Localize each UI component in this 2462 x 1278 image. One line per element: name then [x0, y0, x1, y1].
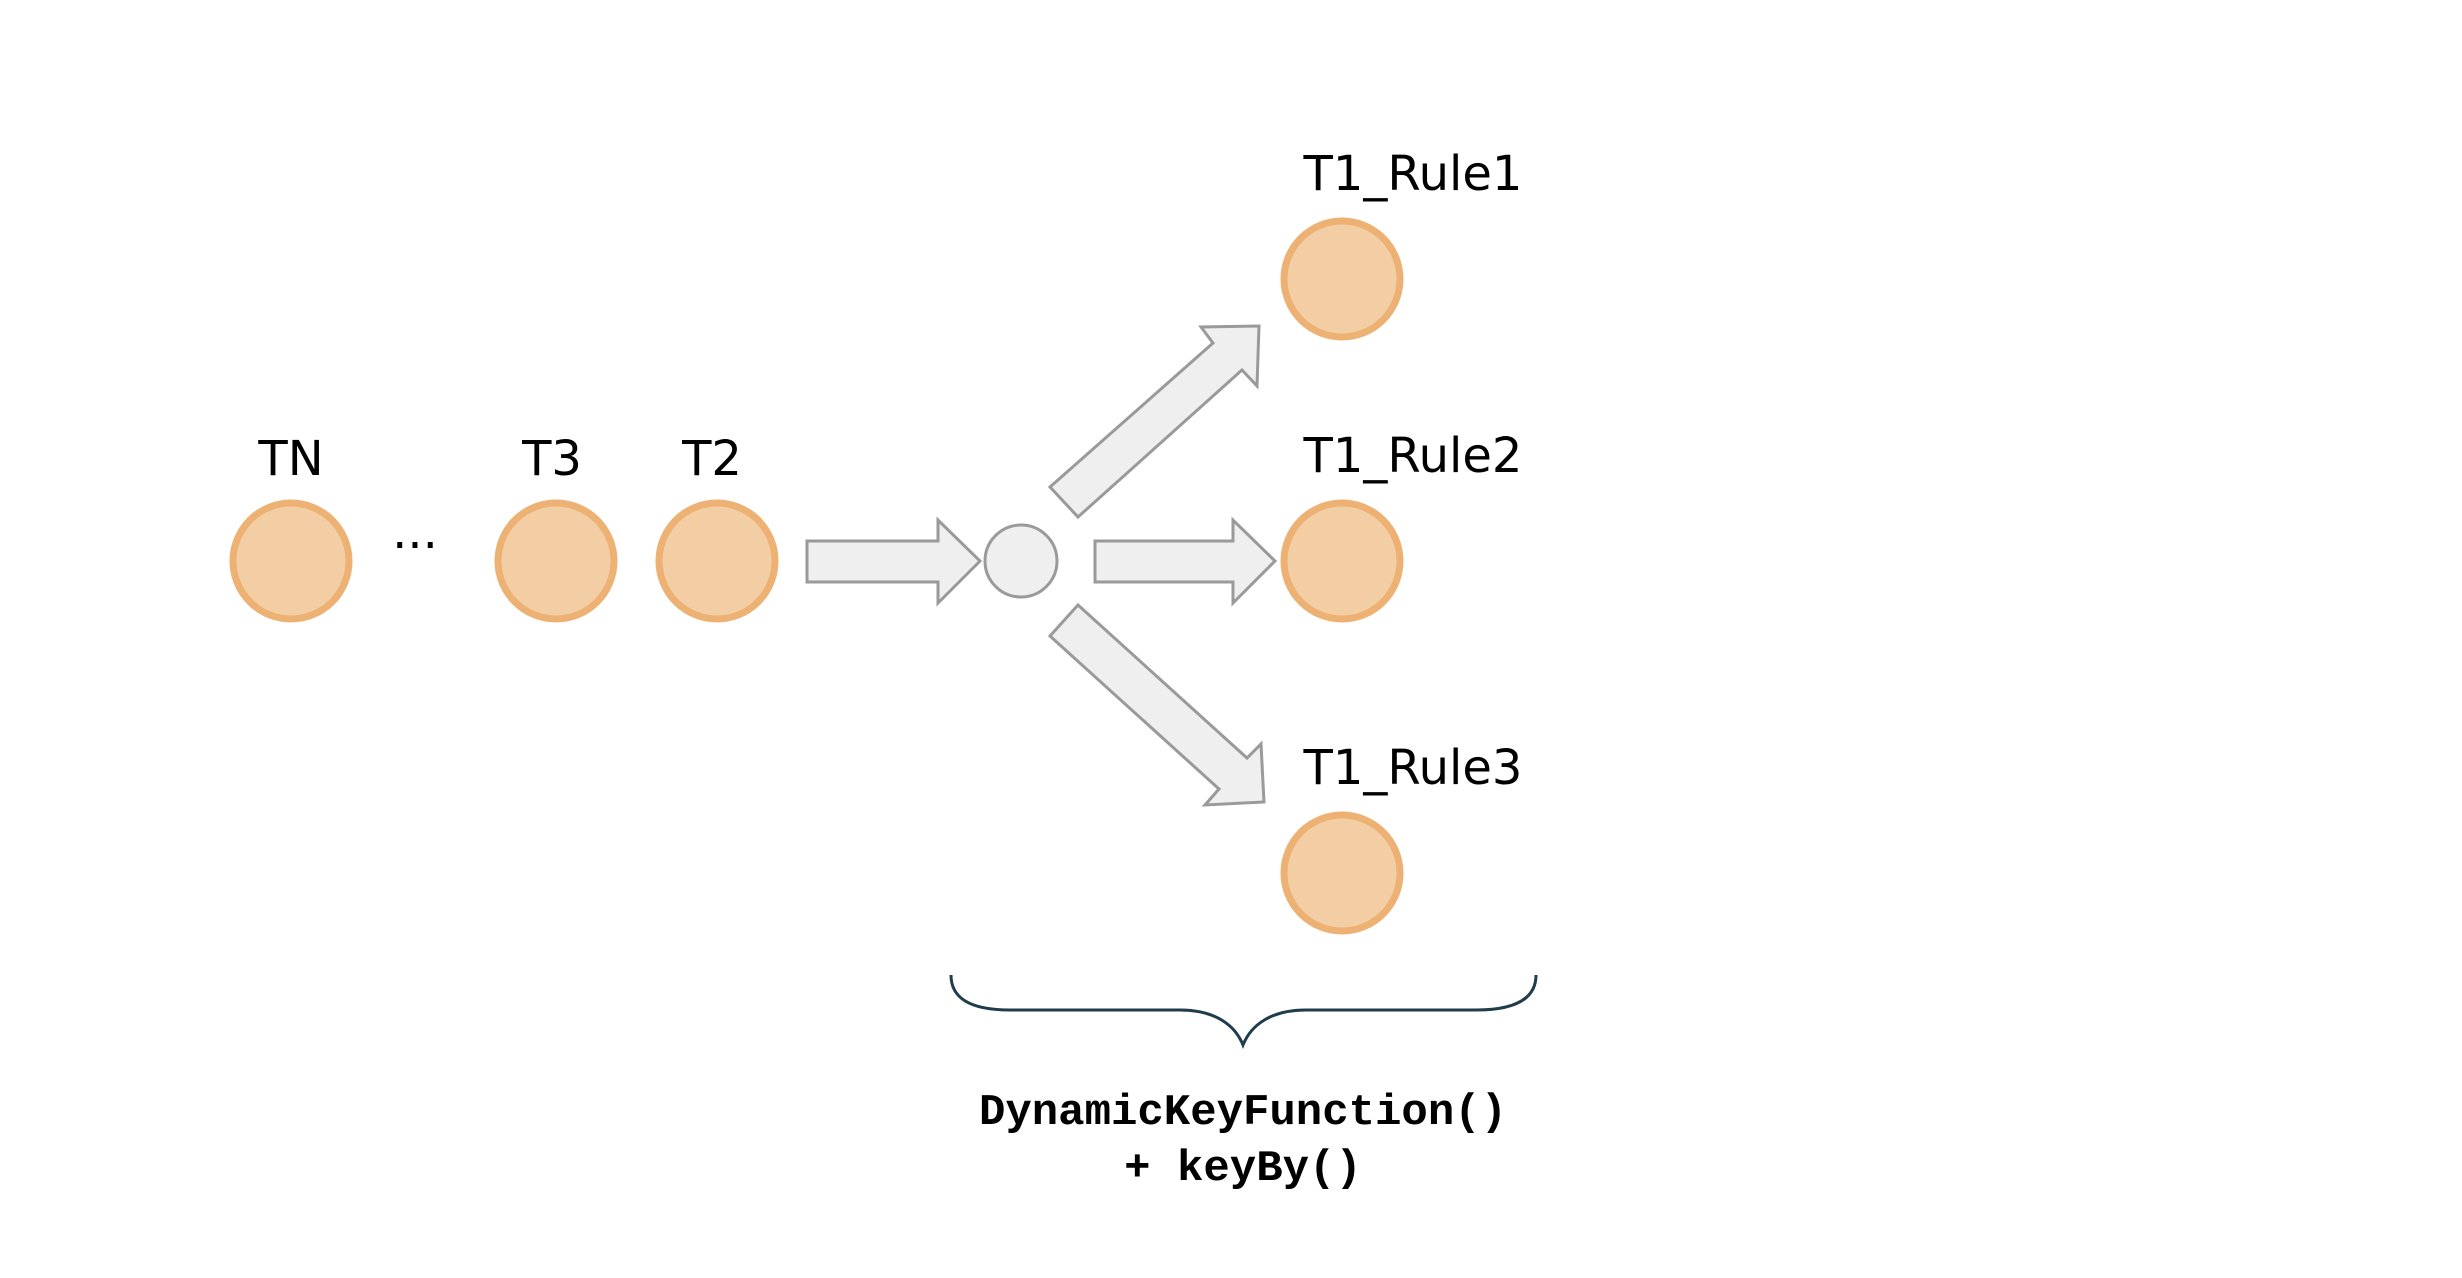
hub-node-circle — [983, 523, 1059, 599]
target-node-rule2: T1_Rule2 — [1280, 428, 1523, 623]
target-node-rule1: T1_Rule1 — [1280, 146, 1523, 341]
event-node-circle — [655, 499, 779, 623]
fanout-arrow-up-icon — [1047, 324, 1261, 520]
input-arrow-icon — [805, 516, 983, 607]
target-label: T1_Rule1 — [1303, 146, 1523, 202]
queue-node-t2: T2 — [655, 431, 779, 623]
rule-node-circle — [1280, 217, 1404, 341]
event-node-circle — [494, 499, 618, 623]
node-label: T2 — [681, 431, 742, 487]
caption-line-1: DynamicKeyFunction() — [979, 1088, 1507, 1138]
queue-node-tn: TN — [229, 431, 353, 623]
target-node-rule3: T1_Rule3 — [1280, 740, 1523, 935]
event-node-circle — [229, 499, 353, 623]
fanout-arrow-right-icon — [1093, 516, 1278, 607]
queue-node-t3: T3 — [494, 431, 618, 623]
target-label: T1_Rule3 — [1303, 740, 1523, 796]
fanout-arrow-down-icon — [1047, 602, 1266, 807]
caption-line-2: + keyBy() — [1124, 1144, 1362, 1194]
ellipsis-text: ... — [392, 504, 438, 560]
rule-node-circle — [1280, 499, 1404, 623]
rule-node-circle — [1280, 811, 1404, 935]
node-label: TN — [257, 431, 323, 487]
node-label: T3 — [521, 431, 582, 487]
grouping-brace — [949, 974, 1538, 1050]
target-label: T1_Rule2 — [1303, 428, 1523, 484]
